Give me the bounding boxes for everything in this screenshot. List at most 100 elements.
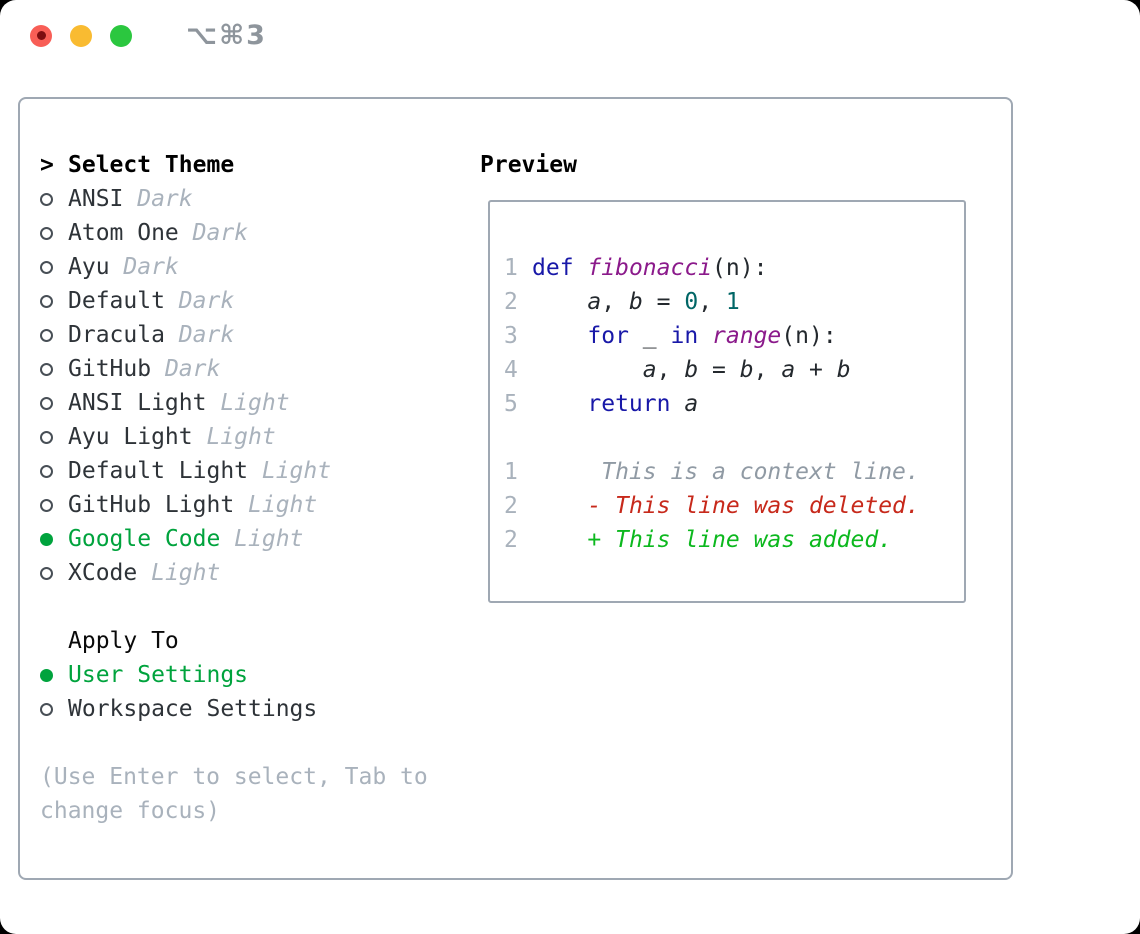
diff-line-deleted: 2 - This line was deleted. bbox=[504, 489, 964, 523]
radio-circle bbox=[40, 498, 53, 512]
close-dot-icon bbox=[36, 31, 46, 40]
code-token: , bbox=[656, 357, 685, 383]
code-token: b bbox=[836, 357, 851, 383]
radio-icon bbox=[40, 318, 68, 352]
code-token: a bbox=[587, 289, 602, 315]
maximize-button[interactable] bbox=[110, 24, 132, 47]
theme-variant-label: Light bbox=[248, 492, 318, 518]
diff-line-context: 1 This is a context line. bbox=[504, 455, 964, 489]
code-token: fibonacci bbox=[587, 255, 713, 281]
theme-name: ANSI bbox=[68, 186, 124, 212]
radio-circle bbox=[40, 430, 53, 444]
theme-variant-label: Dark bbox=[192, 220, 249, 246]
theme-option[interactable]: Ayu Dark bbox=[40, 250, 465, 284]
theme-variant-label: Dark bbox=[137, 186, 193, 212]
line-number: 2 bbox=[504, 493, 518, 519]
code-token: for bbox=[587, 323, 629, 349]
window-titlebar: ⌥⌘3 bbox=[0, 0, 1140, 51]
radio-circle bbox=[40, 566, 53, 580]
code-token: return bbox=[587, 391, 671, 417]
theme-name: GitHub bbox=[68, 356, 152, 382]
code-token: (n): bbox=[712, 255, 768, 281]
radio-icon bbox=[40, 352, 68, 386]
code-line: 2 a, b = 0, 1 bbox=[504, 285, 964, 319]
radio-circle bbox=[40, 702, 53, 716]
theme-name: XCode bbox=[68, 560, 138, 586]
theme-variant-label: Light bbox=[261, 458, 332, 484]
select-theme-header: > Select Theme bbox=[40, 148, 465, 182]
code-token: + bbox=[795, 357, 837, 383]
theme-option[interactable]: GitHub Dark bbox=[40, 352, 465, 386]
radio-icon bbox=[40, 250, 68, 284]
code-line: 4 a, b = b, a + b bbox=[504, 353, 964, 387]
theme-option[interactable]: ANSI Dark bbox=[40, 182, 465, 216]
radio-icon bbox=[40, 216, 68, 250]
code-token bbox=[532, 285, 587, 319]
code-token: = bbox=[698, 357, 740, 383]
diff-indent bbox=[532, 489, 587, 523]
code-token: b bbox=[684, 357, 699, 383]
line-number: 4 bbox=[504, 357, 518, 383]
theme-option[interactable]: Ayu Light Light bbox=[40, 420, 465, 454]
diff-marker: + bbox=[587, 527, 616, 553]
code-token bbox=[698, 319, 712, 353]
code-token: (n): bbox=[781, 323, 837, 349]
radio-icon bbox=[40, 556, 68, 590]
preview-title: Preview bbox=[480, 152, 577, 178]
code-token: def bbox=[532, 255, 574, 281]
theme-variant-label: Light bbox=[220, 390, 290, 416]
code-token: , bbox=[753, 357, 782, 383]
apply-to-option[interactable]: User Settings bbox=[40, 658, 465, 692]
radio-circle bbox=[40, 260, 53, 274]
apply-to-label: User Settings bbox=[68, 662, 249, 688]
theme-name: Default Light bbox=[68, 458, 249, 484]
code-token: = bbox=[642, 289, 685, 315]
spacer bbox=[504, 421, 964, 455]
theme-name: Dracula bbox=[68, 322, 165, 348]
code-token bbox=[532, 353, 643, 387]
theme-name: Ayu bbox=[68, 254, 110, 280]
diff-preview: 1 This is a context line.2 - This line w… bbox=[504, 455, 964, 557]
apply-to-option[interactable]: Workspace Settings bbox=[40, 692, 465, 726]
theme-option[interactable]: Default Light Light bbox=[40, 454, 465, 488]
code-token: in bbox=[670, 323, 699, 349]
minimize-button[interactable] bbox=[70, 24, 92, 47]
radio-circle bbox=[40, 328, 53, 342]
code-token: , bbox=[601, 289, 629, 315]
line-number: 2 bbox=[504, 527, 518, 553]
theme-variant-label: Dark bbox=[123, 254, 179, 280]
theme-variant-label: Light bbox=[206, 424, 276, 450]
code-line: 5 return a bbox=[504, 387, 964, 421]
window-title-shortcut: ⌥⌘3 bbox=[186, 20, 267, 51]
diff-indent bbox=[532, 523, 587, 557]
theme-option[interactable]: ANSI Light Light bbox=[40, 386, 465, 420]
theme-name: Default bbox=[68, 288, 165, 314]
code-token bbox=[532, 319, 587, 353]
theme-option[interactable]: Atom One Dark bbox=[40, 216, 465, 250]
line-number: 3 bbox=[504, 323, 518, 349]
diff-text: This line was added. bbox=[615, 527, 893, 553]
code-token: b bbox=[628, 289, 643, 315]
close-button[interactable] bbox=[30, 24, 52, 47]
line-number: 1 bbox=[504, 255, 518, 281]
theme-name: Ayu Light bbox=[68, 424, 193, 450]
theme-name: ANSI Light bbox=[68, 390, 207, 416]
radio-circle bbox=[40, 668, 53, 682]
code-token: a bbox=[781, 357, 796, 383]
code-token: range bbox=[712, 323, 782, 349]
prompt-icon: > bbox=[40, 152, 54, 178]
theme-variant-label: Dark bbox=[164, 356, 221, 382]
theme-name: Atom One bbox=[68, 220, 179, 246]
radio-icon bbox=[40, 488, 68, 522]
code-token: a bbox=[642, 357, 657, 383]
